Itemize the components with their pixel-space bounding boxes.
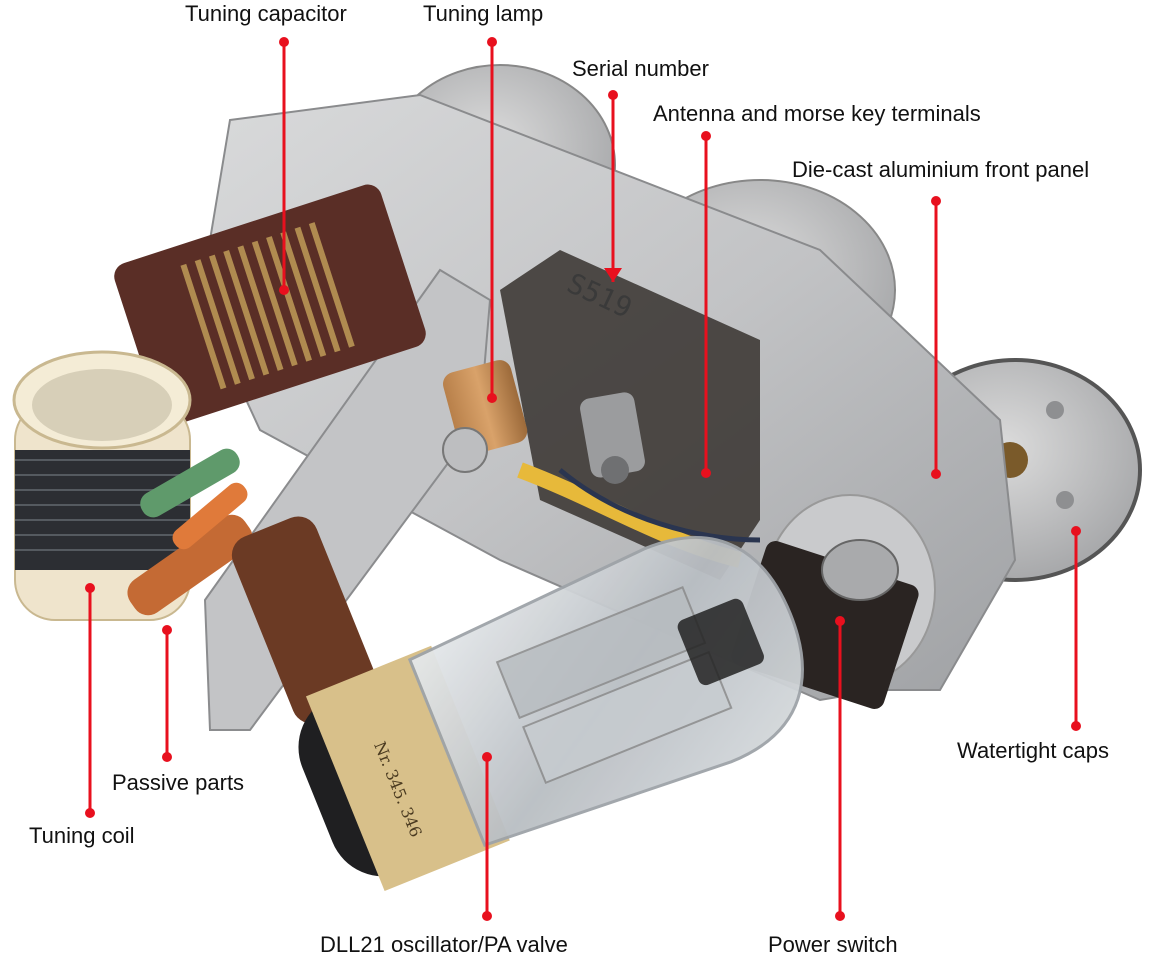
- label-passive-parts: Passive parts: [112, 770, 245, 795]
- callout-passive-parts-end-dot: [162, 752, 172, 762]
- label-watertight-caps: Watertight caps: [957, 738, 1110, 763]
- label-tuning-capacitor: Tuning capacitor: [185, 1, 347, 26]
- callout-tuning-coil-dot: [85, 583, 95, 593]
- callout-watertight-caps-dot: [1071, 526, 1081, 536]
- tuning-capacitor-graphic: [114, 184, 426, 426]
- label-power-switch: Power switch: [768, 932, 898, 957]
- callout-valve-end-dot: [482, 911, 492, 921]
- callout-power-switch-dot: [835, 616, 845, 626]
- label-tuning-lamp: Tuning lamp: [423, 1, 544, 26]
- callout-serial-number-dot: [608, 90, 618, 100]
- callout-front-panel-dot: [931, 196, 941, 206]
- callout-serial-number-arrowhead: [604, 268, 622, 282]
- callout-tuning-coil-end-dot: [85, 808, 95, 818]
- callout-front-panel-end-dot: [931, 469, 941, 479]
- tuning-lamp-graphic: [442, 360, 528, 473]
- label-valve: DLL21 oscillator/PA valve: [320, 932, 568, 957]
- callout-tuning-capacitor-end-dot: [279, 285, 289, 295]
- tuning-coil-graphic: [12, 350, 192, 621]
- label-tuning-coil: Tuning coil: [29, 823, 135, 848]
- callout-antenna-terminals-dot: [701, 131, 711, 141]
- callout-lines: [85, 37, 1081, 921]
- callout-watertight-caps-end-dot: [1071, 721, 1081, 731]
- valve-socket-graphic: [231, 516, 379, 724]
- passive-parts-graphic: [127, 448, 253, 616]
- callout-tuning-capacitor-dot: [279, 37, 289, 47]
- label-front-panel: Die-cast aluminium front panel: [792, 157, 1090, 182]
- dll21-valve-graphic: Nr. 345. 346: [298, 536, 804, 892]
- callout-passive-parts-dot: [162, 625, 172, 635]
- label-serial-number: Serial number: [572, 56, 709, 81]
- callout-tuning-lamp-dot: [487, 37, 497, 47]
- callout-antenna-terminals-end-dot: [701, 468, 711, 478]
- callout-power-switch-end-dot: [835, 911, 845, 921]
- callout-valve-dot: [482, 752, 492, 762]
- label-antenna-terminals: Antenna and morse key terminals: [653, 101, 981, 126]
- callout-tuning-lamp-end-dot: [487, 393, 497, 403]
